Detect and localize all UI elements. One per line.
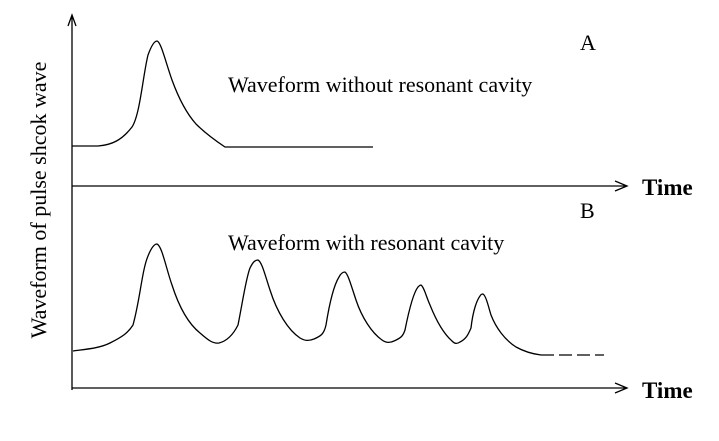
panel-b-caption: Waveform with resonant cavity	[228, 230, 504, 255]
panel-b-letter: B	[580, 198, 595, 223]
y-axis-label: Waveform of pulse shcok wave	[26, 62, 51, 339]
time-label-a: Time	[642, 175, 693, 200]
y-axis	[67, 13, 77, 390]
time-axis-a	[72, 180, 629, 192]
panel-a-caption: Waveform without resonant cavity	[228, 72, 532, 97]
waveform-a	[72, 40, 373, 148]
time-label-b: Time	[642, 378, 693, 403]
panel-a-letter: A	[580, 30, 596, 55]
waveform-b	[72, 243, 542, 356]
time-axis-b	[72, 382, 629, 394]
